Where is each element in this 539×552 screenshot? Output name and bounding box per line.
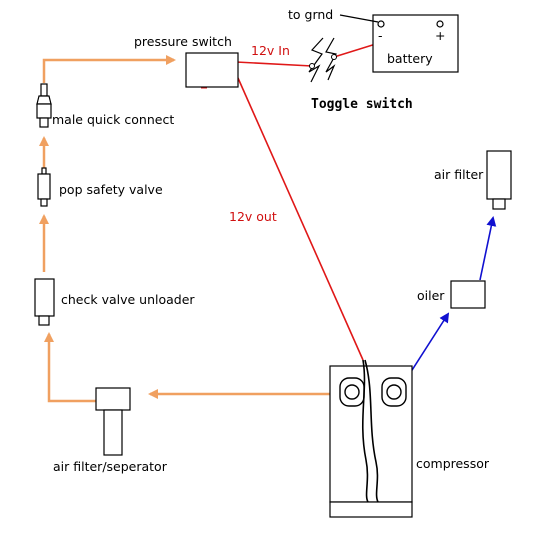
toggle-switch-left-bolt (308, 37, 324, 83)
oiler-label: oiler (417, 288, 445, 303)
compressor-outlet-port-hole (344, 384, 360, 400)
air-filter-outlet (492, 198, 506, 210)
pop-valve-bottom (40, 198, 48, 207)
separator-head (95, 387, 131, 411)
air-filter-label: air filter (434, 167, 484, 182)
battery: - + battery (372, 14, 459, 73)
compressor-base (329, 501, 413, 518)
air-filter (486, 150, 512, 210)
wire-12v-out-label: 12v out (229, 209, 277, 224)
wire-12v-in-label: 12v In (251, 43, 290, 58)
wire-12v-out (237, 77, 364, 361)
quick-connect-base (39, 117, 49, 128)
pressure-switch-label: pressure switch (134, 34, 232, 49)
quick-connect-collar (36, 95, 52, 105)
to-ground-label: to grnd (288, 7, 333, 22)
compressor-label: compressor (416, 456, 490, 471)
separator-bowl (103, 409, 123, 456)
air-line-separator-to-check-valve (44, 332, 98, 403)
pop-safety-valve-label: pop safety valve (59, 182, 163, 197)
toggle-switch-terminal-in (309, 63, 315, 69)
battery-negative-terminal (377, 20, 385, 28)
battery-minus-label: - (378, 28, 383, 43)
oiler-box (450, 280, 486, 309)
air-lines (39, 55, 348, 403)
compressor-wire-2 (364, 359, 379, 503)
battery-label: battery (387, 51, 433, 66)
toggle-switch-label: Toggle switch (311, 97, 413, 112)
battery-box (372, 14, 459, 73)
male-quick-connect-label: male quick connect (52, 112, 174, 127)
battery-plus-label: + (435, 28, 445, 43)
quick-connect-tip (40, 83, 48, 97)
pop-valve-body (37, 173, 51, 200)
compressor-oil-port-hole (386, 384, 402, 400)
air-filter-body (486, 150, 512, 200)
check-valve-unloader-label: check valve unloader (61, 292, 195, 307)
check-valve-outlet (38, 315, 50, 326)
wire-12v-in (235, 61, 313, 67)
male-quick-connect (36, 83, 52, 128)
compressor (329, 359, 413, 518)
toggle-switch-terminal-out (331, 54, 337, 60)
air-filter-separator (95, 387, 131, 456)
quick-connect-body (36, 103, 52, 119)
check-valve-body (34, 278, 55, 317)
pop-valve-top (41, 167, 47, 175)
oil-line-oiler-to-air-filter (479, 216, 497, 281)
compressor-wire-1 (362, 359, 369, 503)
toggle-switch-right-bolt (325, 37, 337, 81)
air-line-quick-connect-to-pressure-switch (42, 55, 176, 83)
pop-safety-valve (37, 167, 51, 207)
air-filter-separator-label: air filter/seperator (53, 459, 168, 474)
pressure-switch-box (185, 52, 239, 88)
check-valve-unloader (34, 278, 55, 326)
ground-wire (339, 14, 379, 23)
battery-positive-terminal (436, 20, 444, 28)
toggle-switch (308, 37, 337, 83)
